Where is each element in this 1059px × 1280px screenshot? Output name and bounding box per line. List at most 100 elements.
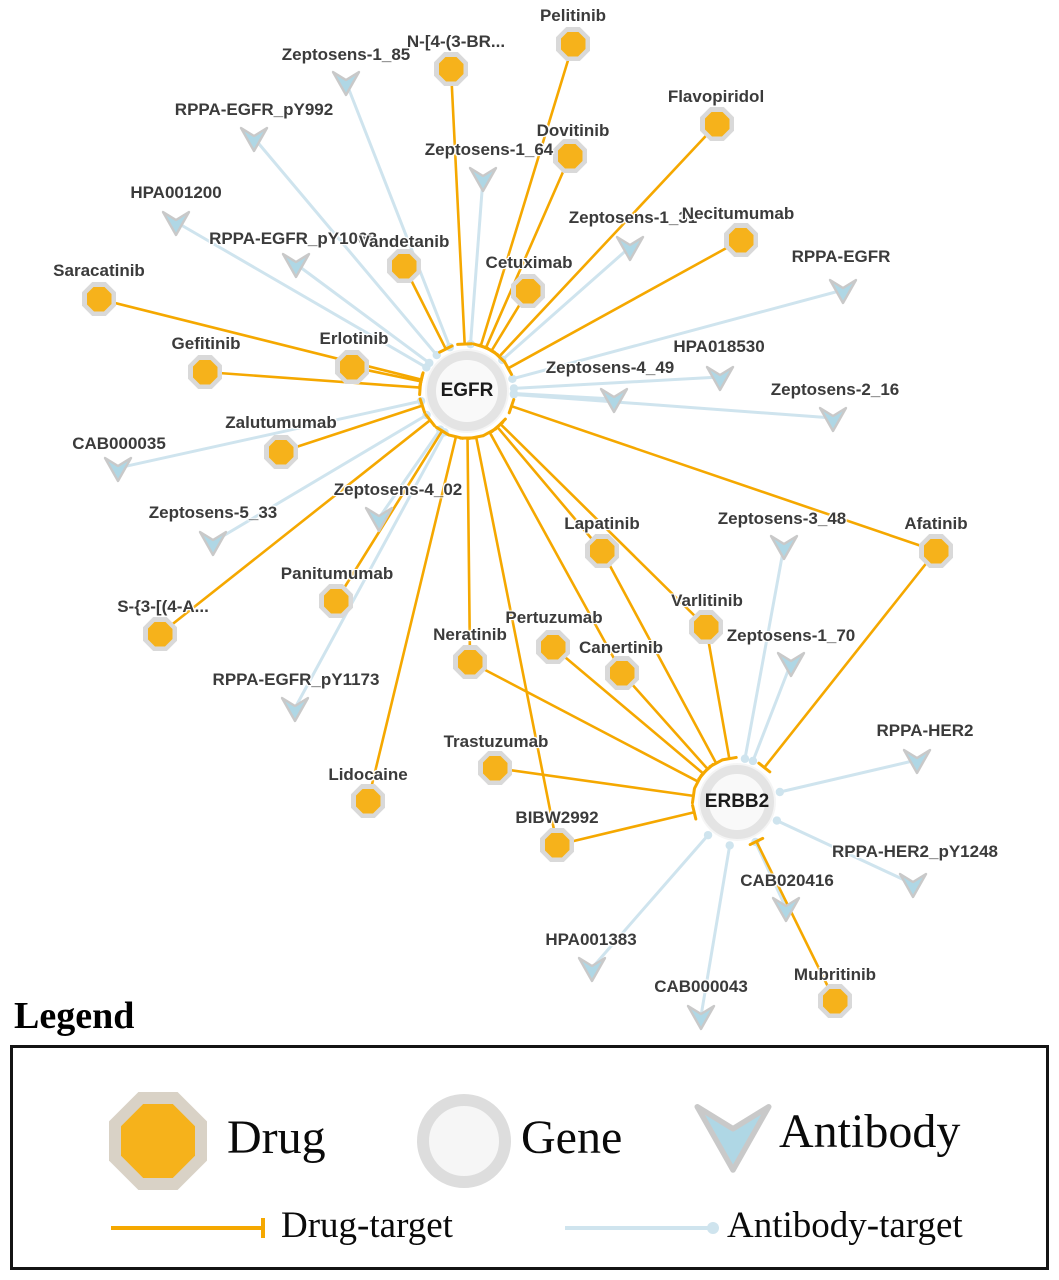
drug-node-pelitinib[interactable] [556, 27, 590, 61]
drug-octagon-icon [728, 227, 754, 253]
drug-target-edge [158, 418, 432, 636]
node-label-zeptosens-4-02: Zeptosens-4_02 [333, 480, 463, 499]
drug-node-neratinib[interactable] [453, 645, 487, 679]
drug-node-pertuzumab[interactable] [536, 630, 570, 664]
antibody-chevron-icon [468, 166, 498, 193]
gene-node-erbb2[interactable]: ERBB2 [700, 765, 774, 839]
drug-octagon-icon [693, 614, 719, 640]
antibody-node-zeptosens-1-85[interactable] [330, 69, 362, 102]
drug-node-necitumumab[interactable] [724, 223, 758, 257]
antibody-node-hpa001200[interactable] [160, 209, 192, 242]
antibody-node-zeptosens-1-31[interactable] [614, 234, 646, 267]
node-label-flavopiridol: Flavopiridol [667, 87, 765, 106]
drug-node-zalutumumab[interactable] [264, 435, 298, 469]
drug-node-canertinib[interactable] [605, 656, 639, 690]
antibody-node-rppa-her2[interactable] [901, 747, 933, 780]
legend-title: Legend [14, 995, 135, 1037]
antibody-node-rppa-egfr-py1173[interactable] [279, 695, 311, 728]
node-label-panitumumab: Panitumumab [280, 564, 394, 583]
drug-target-edge-tee [482, 427, 498, 438]
antibody-target-edge-dot [725, 841, 734, 850]
antibody-node-rppa-egfr-py992[interactable] [238, 125, 270, 158]
antibody-chevron-icon [818, 406, 848, 433]
node-label-rppa-egfr-py1068: RPPA-EGFR_pY1068 [209, 229, 377, 248]
node-label-gefitinib: Gefitinib [171, 334, 241, 353]
drug-target-edge [334, 429, 444, 603]
drug-node-varlitinib[interactable] [689, 610, 723, 644]
drug-node-lidocaine[interactable] [351, 784, 385, 818]
antibody-node-hpa018530[interactable] [704, 364, 736, 397]
node-label-hpa018530: HPA018530 [673, 337, 765, 356]
antibody-chevron-icon [599, 387, 629, 414]
drug-node-afatinib[interactable] [919, 534, 953, 568]
drug-node-lapatinib[interactable] [585, 534, 619, 568]
gene-node-egfr[interactable]: EGFR [427, 351, 507, 431]
antibody-node-zeptosens-1-70[interactable] [775, 650, 807, 683]
drug-octagon-icon [544, 832, 570, 858]
drug-target-edge-tee [424, 413, 436, 428]
drug-octagon-icon [923, 538, 949, 564]
drug-target-edge-tee [494, 417, 507, 431]
antibody-node-cab000043[interactable] [685, 1003, 717, 1036]
antibody-node-rppa-egfr[interactable] [827, 277, 859, 310]
drug-node-flavopiridol[interactable] [700, 107, 734, 141]
drug-node-gefitinib[interactable] [188, 355, 222, 389]
antibody-node-cab020416[interactable] [770, 895, 802, 928]
node-label-zeptosens-2-16: Zeptosens-2_16 [770, 380, 900, 399]
drug-node-panitumumab[interactable] [319, 584, 353, 618]
drug-octagon-icon [560, 31, 586, 57]
antibody-node-zeptosens-1-64[interactable] [467, 165, 499, 198]
drug-octagon-icon [822, 988, 848, 1014]
node-label-vandetanib: Vandetanib [358, 232, 450, 251]
antibody-node-zeptosens-4-02[interactable] [363, 505, 395, 538]
drug-node-cetuximab[interactable] [511, 274, 545, 308]
drug-target-edge-tee [697, 766, 710, 781]
drug-target-edge [466, 436, 472, 664]
drug-target-edge-tee [691, 803, 698, 821]
antibody-node-rppa-egfr-py1068[interactable] [280, 251, 312, 284]
antibody-node-rppa-her2-py1248[interactable] [897, 871, 929, 904]
drug-target-edge-tee [456, 342, 474, 346]
antibody-node-hpa001383[interactable] [576, 955, 608, 988]
antibody-target-edge [116, 399, 423, 470]
antibody-chevron-icon [364, 506, 394, 533]
drug-target-edge-tee [434, 425, 450, 437]
gene-label-erbb2: ERBB2 [704, 791, 770, 812]
node-label-zeptosens-3-48: Zeptosens-3_48 [717, 509, 847, 528]
drug-target-edge [555, 810, 696, 847]
antibody-chevron-icon [898, 872, 928, 899]
drug-target-edge [203, 370, 422, 389]
node-label-rppa-her2-py1248: RPPA-HER2_pY1248 [832, 842, 998, 861]
drug-node-s-3-4-a[interactable] [143, 617, 177, 651]
node-label-zeptosens-4-49: Zeptosens-4_49 [545, 358, 675, 377]
drug-node-erlotinib[interactable] [335, 350, 369, 384]
drug-node-bibw2992[interactable] [540, 828, 574, 862]
antibody-node-zeptosens-3-48[interactable] [768, 533, 800, 566]
drug-octagon-icon [268, 439, 294, 465]
drug-node-dovitinib[interactable] [553, 139, 587, 173]
drug-node-mubritinib[interactable] [818, 984, 852, 1018]
drug-node-trastuzumab[interactable] [478, 751, 512, 785]
drug-target-edge [279, 404, 424, 454]
drug-target-edge [506, 238, 743, 370]
drug-octagon-icon [355, 788, 381, 814]
drug-node-n-4-3-br[interactable] [434, 52, 468, 86]
antibody-node-zeptosens-2-16[interactable] [817, 405, 849, 438]
node-label-zalutumumab: Zalutumumab [225, 413, 337, 432]
drug-octagon-icon [589, 538, 615, 564]
drug-target-edge-tee [720, 755, 738, 762]
antibody-chevron-icon [577, 956, 607, 983]
antibody-chevron-icon [198, 530, 228, 557]
drug-node-vandetanib[interactable] [387, 249, 421, 283]
antibody-node-cab000035[interactable] [102, 455, 134, 488]
antibody-node-zeptosens-4-49[interactable] [598, 386, 630, 419]
antibody-target-edge [699, 843, 732, 1018]
antibody-target-edge [211, 413, 429, 544]
antibody-node-zeptosens-5-33[interactable] [197, 529, 229, 562]
antibody-chevron-icon [161, 210, 191, 237]
antibody-legend-icon [689, 1098, 777, 1181]
node-label-rppa-egfr-py992: RPPA-EGFR_pY992 [174, 100, 334, 119]
drug-node-saracatinib[interactable] [82, 282, 116, 316]
